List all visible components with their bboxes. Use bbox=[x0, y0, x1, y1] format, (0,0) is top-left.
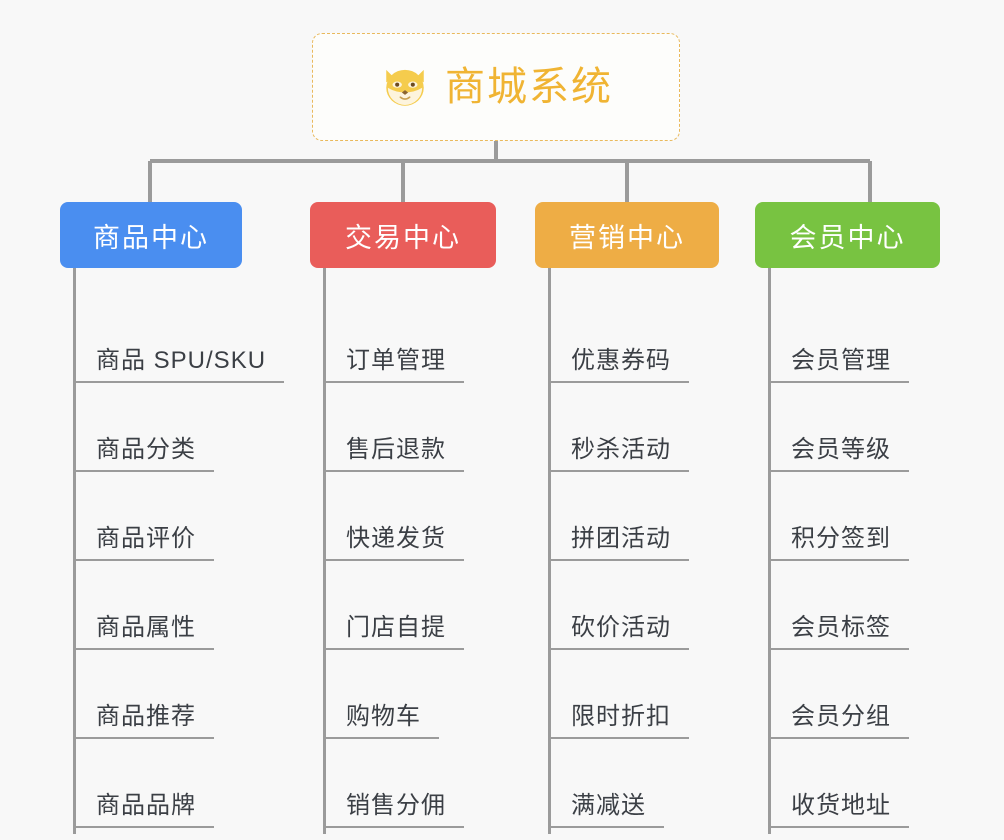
category-column-member: 会员中心 会员管理 会员等级 积分签到 会员标签 会员分组 bbox=[755, 202, 977, 834]
trunk-line bbox=[323, 268, 326, 834]
item-label: 优惠券码 bbox=[548, 340, 689, 383]
item-label: 商品属性 bbox=[73, 607, 214, 650]
list-item[interactable]: 砍价活动 bbox=[535, 561, 755, 650]
list-item[interactable]: 秒杀活动 bbox=[535, 383, 755, 472]
category-items-product: 商品 SPU/SKU 商品分类 商品评价 商品属性 商品推荐 商品品牌 bbox=[60, 268, 310, 834]
list-item[interactable]: 积分签到 bbox=[755, 472, 977, 561]
list-item[interactable]: 会员分组 bbox=[755, 650, 977, 739]
list-item[interactable]: 商品 SPU/SKU bbox=[60, 294, 310, 383]
item-label: 门店自提 bbox=[323, 607, 464, 650]
category-header-trade[interactable]: 交易中心 bbox=[310, 202, 496, 268]
item-label: 秒杀活动 bbox=[548, 429, 689, 472]
item-label: 商品评价 bbox=[73, 518, 214, 561]
list-item[interactable]: 收货地址 bbox=[755, 739, 977, 828]
list-item[interactable]: 满减送 bbox=[535, 739, 755, 828]
list-item[interactable]: 会员等级 bbox=[755, 383, 977, 472]
category-column-trade: 交易中心 订单管理 售后退款 快递发货 门店自提 购物车 bbox=[310, 202, 535, 834]
root-node[interactable]: 商城系统 bbox=[312, 33, 680, 141]
category-header-label: 会员中心 bbox=[789, 222, 906, 253]
list-item[interactable]: 商品分类 bbox=[60, 383, 310, 472]
category-items-marketing: 优惠券码 秒杀活动 拼团活动 砍价活动 限时折扣 满减送 bbox=[535, 268, 755, 834]
list-item[interactable]: 订单管理 bbox=[310, 294, 535, 383]
item-label: 会员分组 bbox=[768, 696, 909, 739]
category-items-member: 会员管理 会员等级 积分签到 会员标签 会员分组 收货地址 bbox=[755, 268, 977, 834]
category-column-product: 商品中心 商品 SPU/SKU 商品分类 商品评价 商品属性 商品推荐 bbox=[60, 202, 310, 834]
shiba-dog-emoji bbox=[386, 69, 424, 107]
item-label: 售后退款 bbox=[323, 429, 464, 472]
list-item[interactable]: 商品推荐 bbox=[60, 650, 310, 739]
item-label: 购物车 bbox=[323, 696, 439, 739]
item-label: 会员管理 bbox=[768, 340, 909, 383]
item-label: 积分签到 bbox=[768, 518, 909, 561]
item-label: 商品 SPU/SKU bbox=[73, 340, 285, 383]
trunk-line bbox=[548, 268, 551, 834]
category-column-marketing: 营销中心 优惠券码 秒杀活动 拼团活动 砍价活动 限时折扣 bbox=[535, 202, 755, 834]
list-item[interactable]: 会员管理 bbox=[755, 294, 977, 383]
item-label: 商品品牌 bbox=[73, 785, 214, 828]
item-label: 销售分佣 bbox=[323, 785, 464, 828]
item-label: 限时折扣 bbox=[548, 696, 689, 739]
category-header-label: 商品中心 bbox=[93, 222, 209, 253]
category-header-product[interactable]: 商品中心 bbox=[60, 202, 242, 268]
item-label: 拼团活动 bbox=[548, 518, 689, 561]
item-label: 快递发货 bbox=[323, 518, 464, 561]
item-label: 会员等级 bbox=[768, 429, 909, 472]
category-header-label: 交易中心 bbox=[345, 222, 461, 253]
list-item[interactable]: 商品评价 bbox=[60, 472, 310, 561]
item-label: 砍价活动 bbox=[548, 607, 689, 650]
list-item[interactable]: 售后退款 bbox=[310, 383, 535, 472]
list-item[interactable]: 商品品牌 bbox=[60, 739, 310, 828]
root-title: 商城系统 bbox=[445, 65, 613, 109]
list-item[interactable]: 门店自提 bbox=[310, 561, 535, 650]
list-item[interactable]: 购物车 bbox=[310, 650, 535, 739]
list-item[interactable]: 优惠券码 bbox=[535, 294, 755, 383]
item-label: 商品分类 bbox=[73, 429, 214, 472]
list-item[interactable]: 销售分佣 bbox=[310, 739, 535, 828]
item-label: 订单管理 bbox=[323, 340, 464, 383]
list-item[interactable]: 限时折扣 bbox=[535, 650, 755, 739]
category-header-marketing[interactable]: 营销中心 bbox=[535, 202, 719, 268]
trunk-line bbox=[73, 268, 76, 834]
category-items-trade: 订单管理 售后退款 快递发货 门店自提 购物车 销售分佣 bbox=[310, 268, 535, 834]
item-label: 满减送 bbox=[548, 785, 664, 828]
list-item[interactable]: 商品属性 bbox=[60, 561, 310, 650]
list-item[interactable]: 拼团活动 bbox=[535, 472, 755, 561]
item-label: 收货地址 bbox=[768, 785, 909, 828]
item-label: 会员标签 bbox=[768, 607, 909, 650]
trunk-line bbox=[768, 268, 771, 834]
category-header-label: 营销中心 bbox=[569, 222, 685, 253]
list-item[interactable]: 会员标签 bbox=[755, 561, 977, 650]
category-header-member[interactable]: 会员中心 bbox=[755, 202, 940, 268]
item-label: 商品推荐 bbox=[73, 696, 214, 739]
list-item[interactable]: 快递发货 bbox=[310, 472, 535, 561]
